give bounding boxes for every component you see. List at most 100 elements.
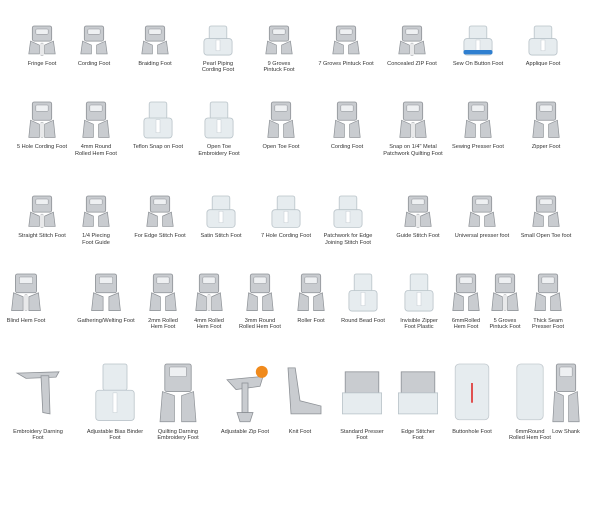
catalog-item: Cording Foot xyxy=(64,22,124,67)
presser-foot-label: Buttonhole Foot xyxy=(452,428,492,435)
presser-foot-image xyxy=(468,195,496,227)
presser-foot-image xyxy=(146,195,174,227)
presser-foot-label: Round Bead Foot xyxy=(341,317,385,324)
presser-foot-label: 2mm Rolled Hem Foot xyxy=(148,317,178,331)
presser-foot-image xyxy=(91,273,121,311)
presser-foot-image xyxy=(28,195,56,228)
presser-foot-label: Knit Foot xyxy=(288,428,312,435)
presser-foot-label: Pearl Piping Cording Foot xyxy=(201,60,235,74)
presser-foot-image xyxy=(159,363,197,423)
presser-foot-image xyxy=(333,195,363,228)
catalog-item: Knit Foot xyxy=(270,360,330,435)
catalog-item: Adjustable Zip Foot xyxy=(215,360,275,435)
presser-foot-image xyxy=(80,25,108,55)
presser-foot-image xyxy=(491,273,519,311)
presser-foot-label: 7 Groves Pintuck Foot xyxy=(318,60,374,67)
catalog-item: Teflon Snap on Foot xyxy=(128,98,188,151)
presser-foot-label: 4mm Rolled Hem Foot xyxy=(194,317,224,331)
catalog-item: 4mm Round Rolled Hem Foot xyxy=(66,98,126,157)
presser-foot-label: Applique Foot xyxy=(525,60,561,67)
presser-foot-image xyxy=(28,25,56,56)
presser-foot-image xyxy=(399,101,427,138)
catalog-item: Straight Stitch Foot xyxy=(12,192,72,240)
presser-foot-image xyxy=(404,195,432,228)
presser-foot-image xyxy=(226,365,268,423)
presser-foot-label: Teflon Snap on Foot xyxy=(132,144,184,151)
presser-foot-image xyxy=(195,273,223,311)
presser-foot-image xyxy=(95,363,135,421)
catalog-item: Braiding Foot xyxy=(125,22,185,67)
presser-foot-image xyxy=(534,273,562,311)
catalog-item: Sew On Button Foot xyxy=(448,22,508,67)
presser-foot-label: For Edge Stitch Foot xyxy=(134,233,186,240)
presser-foot-label: Snap on 1/4" Metal Patchwork Quilting Fo… xyxy=(383,144,443,157)
catalog-item: Applique Foot xyxy=(513,22,573,67)
presser-foot-image xyxy=(348,273,378,312)
presser-foot-image xyxy=(532,101,560,138)
presser-foot-image xyxy=(82,101,110,138)
catalog-item: Snap on 1/4" Metal Patchwork Quilting Fo… xyxy=(383,98,443,157)
presser-foot-label: Invisible Zipper Foot Plastic xyxy=(400,317,438,331)
presser-foot-image xyxy=(267,101,295,138)
catalog-item: Blind Hem Foot xyxy=(0,270,56,324)
catalog-item: 3mm Round Rolled Hem Foot xyxy=(230,270,290,330)
presser-foot-label: 1/4 Piecing Foot Guide xyxy=(82,233,110,246)
presser-foot-image xyxy=(204,101,234,139)
catalog-item: 1/4 Piecing Foot Guide xyxy=(66,192,126,246)
presser-foot-image xyxy=(141,25,169,55)
presser-foot-label: 6mmRound Rolled Hem Foot xyxy=(509,428,551,442)
catalog-item: Thick Seam Presser Foot xyxy=(518,270,578,330)
catalog-item: Small Open Toe foot xyxy=(516,192,576,240)
presser-foot-label: Roller Foot xyxy=(297,317,325,324)
catalog-item: Buttonhole Foot xyxy=(442,360,502,435)
presser-foot-label: Embroidery Darning Foot xyxy=(13,428,63,442)
presser-foot-label: 4mm Round Rolled Hem Foot xyxy=(75,144,117,157)
presser-foot-image xyxy=(528,25,558,56)
presser-foot-label: Small Open Toe foot xyxy=(520,233,572,240)
catalog-item: Low Shank xyxy=(536,360,596,435)
presser-foot-image xyxy=(265,25,293,55)
presser-foot-image xyxy=(333,101,361,138)
catalog-item: 7 Groves Pintuck Foot xyxy=(316,22,376,67)
presser-foot-label: 3mm Round Rolled Hem Foot xyxy=(239,317,281,331)
presser-foot-label: Patchwork for Edge Joining Stitch Foot xyxy=(323,233,373,246)
catalog-item: 5 Hole Cording Foot xyxy=(12,98,72,151)
presser-foot-image xyxy=(11,273,41,311)
catalog-item: Invisible Zipper Foot Plastic xyxy=(389,270,449,330)
presser-foot-image xyxy=(297,273,325,311)
presser-foot-label: 5 Hole Cording Foot xyxy=(16,144,68,151)
presser-foot-label: Zipper Foot xyxy=(531,144,561,151)
presser-foot-label: Concealed ZIP Foot xyxy=(387,60,437,67)
presser-foot-image xyxy=(15,371,60,415)
catalog-item: 2mm Rolled Hem Foot xyxy=(133,270,193,330)
presser-foot-image xyxy=(203,25,233,56)
catalog-item: Zipper Foot xyxy=(516,98,576,151)
catalog-item: Universal presser foot xyxy=(452,192,512,240)
presser-foot-label: Braiding Foot xyxy=(138,60,172,67)
presser-foot-image xyxy=(206,195,236,228)
presser-foot-image xyxy=(143,101,173,139)
presser-foot-label: Open Toe Foot xyxy=(262,144,300,151)
presser-foot-label: Thick Seam Presser Foot xyxy=(531,317,565,331)
presser-foot-label: Universal presser foot xyxy=(454,233,510,240)
catalog-item: For Edge Stitch Foot xyxy=(130,192,190,240)
catalog-item: 6mmRolled Hem Foot xyxy=(436,270,496,330)
presser-foot-label: Adjustable Bias Binder Foot xyxy=(86,428,144,442)
catalog-item: Adjustable Bias Binder Foot xyxy=(85,360,145,442)
presser-foot-label: Open Toe Embroidery Foot xyxy=(198,144,240,157)
catalog-item: 5 Groves Pintuck Foot xyxy=(475,270,535,330)
presser-foot-label: Fringe Foot xyxy=(27,60,57,67)
presser-foot-image xyxy=(464,101,492,138)
presser-foot-image xyxy=(552,363,580,423)
presser-foot-image xyxy=(332,25,360,55)
presser-foot-label: Sewing Presser Foot xyxy=(452,144,504,151)
presser-foot-label: Edge Stitcher Foot xyxy=(401,428,435,442)
presser-foot-image xyxy=(454,363,490,421)
catalog-item: 9 Groves Pintuck Foot xyxy=(249,22,309,74)
catalog-item: Open Toe Foot xyxy=(251,98,311,151)
catalog-item: 4mm Rolled Hem Foot xyxy=(179,270,239,330)
catalog-item: Round Bead Foot xyxy=(333,270,393,324)
presser-foot-label: Satin Stitch Foot xyxy=(200,233,242,240)
presser-foot-image xyxy=(463,25,493,56)
presser-foot-image xyxy=(398,25,426,56)
